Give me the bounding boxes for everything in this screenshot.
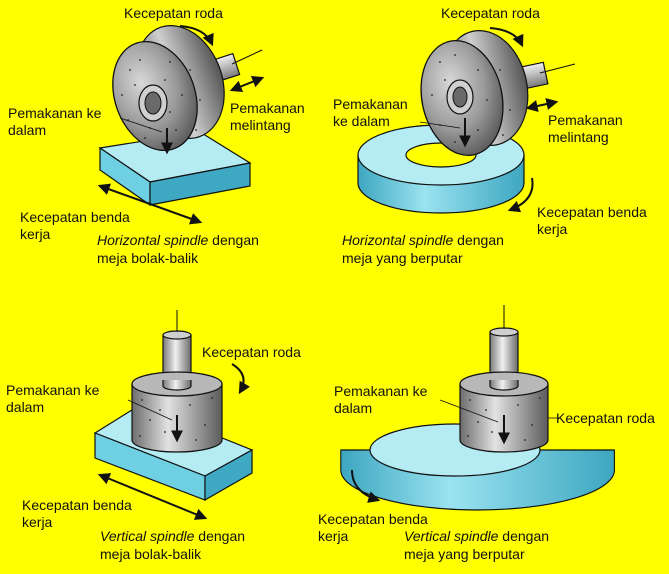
- p1-work-speed-label: Kecepatan benda kerja: [20, 209, 130, 242]
- panel-horizontal-reciprocating: [97, 25, 265, 225]
- spindle-shaft-base: [162, 380, 192, 391]
- panel-vertical-reciprocating: [93, 310, 254, 520]
- p1-infeed-label: Pemakanan ke dalam: [8, 105, 102, 138]
- p1-caption-italic: Horizontal spindle: [97, 232, 209, 248]
- spindle-shaft-base: [489, 380, 519, 391]
- spindle-shaft-top: [162, 330, 192, 340]
- p2-caption: Horizontal spindle dengan meja yang berp…: [342, 231, 504, 267]
- p4-caption: Vertical spindle dengan meja yang berput…: [404, 527, 549, 563]
- work-speed-arrow: [351, 469, 381, 503]
- p2-caption-rest: dengan meja yang berputar: [342, 232, 504, 266]
- crossfeed-arrow: [229, 75, 265, 93]
- wheel-speed-arrow: [179, 25, 214, 47]
- infeed-leader: [127, 399, 173, 421]
- p3-infeed-label: Pemakanan ke dalam: [6, 382, 100, 415]
- p2-work-speed-label: Kecepatan benda kerja: [537, 204, 647, 237]
- crossfeed-arrow: [525, 98, 559, 112]
- p4-wheel-speed-label: Kecepatan roda: [556, 410, 655, 426]
- p4-caption-rest: dengan meja yang berputar: [404, 528, 550, 562]
- wheel-hub-inner: [144, 91, 162, 115]
- wheel-speed-arrow: [231, 363, 251, 395]
- spindle-axis-line: [231, 49, 263, 65]
- p3-work-speed-label: Kecepatan benda kerja: [22, 497, 132, 530]
- p1-caption-rest: dengan meja bolak-balik: [97, 232, 259, 266]
- p3-caption: Vertical spindle dengan meja bolak-balik: [100, 527, 245, 563]
- p3-wheel-speed-label: Kecepatan roda: [202, 344, 301, 360]
- p1-crossfeed-label: Pemakanan melintang: [230, 100, 305, 133]
- wheel-speed-arrow: [489, 27, 524, 48]
- wheel-texture: [139, 397, 213, 441]
- work-speed-arrow: [97, 183, 203, 225]
- work-speed-arrow: [97, 473, 208, 520]
- work-speed-arrow: [507, 177, 534, 213]
- p2-wheel-speed-label: Kecepatan roda: [441, 5, 540, 21]
- p1-caption: Horizontal spindle dengan meja bolak-bal…: [97, 231, 259, 267]
- spindle-shaft-top: [489, 327, 519, 337]
- p3-caption-italic: Vertical spindle: [100, 528, 195, 544]
- p3-caption-rest: dengan meja bolak-balik: [100, 528, 246, 562]
- p2-infeed-label: Pemakanan ke dalam: [333, 96, 408, 129]
- panel-vertical-rotary: [340, 305, 615, 511]
- p1-wheel-speed-label: Kecepatan roda: [124, 5, 223, 21]
- p2-caption-italic: Horizontal spindle: [342, 232, 454, 248]
- infeed-leader: [439, 399, 499, 423]
- wheel-texture: [467, 397, 541, 441]
- wheel-hub-inner: [452, 86, 468, 108]
- p4-work-speed-label: Kecepatan benda kerja: [318, 511, 428, 544]
- p4-infeed-label: Pemakanan ke dalam: [334, 383, 428, 416]
- p2-crossfeed-label: Pemakanan melintang: [548, 112, 623, 145]
- panel-horizontal-rotary: [357, 27, 576, 214]
- spindle-axis-line: [539, 63, 576, 74]
- infeed-leader: [419, 121, 461, 129]
- infeed-leader: [119, 117, 163, 133]
- p4-caption-italic: Vertical spindle: [404, 528, 499, 544]
